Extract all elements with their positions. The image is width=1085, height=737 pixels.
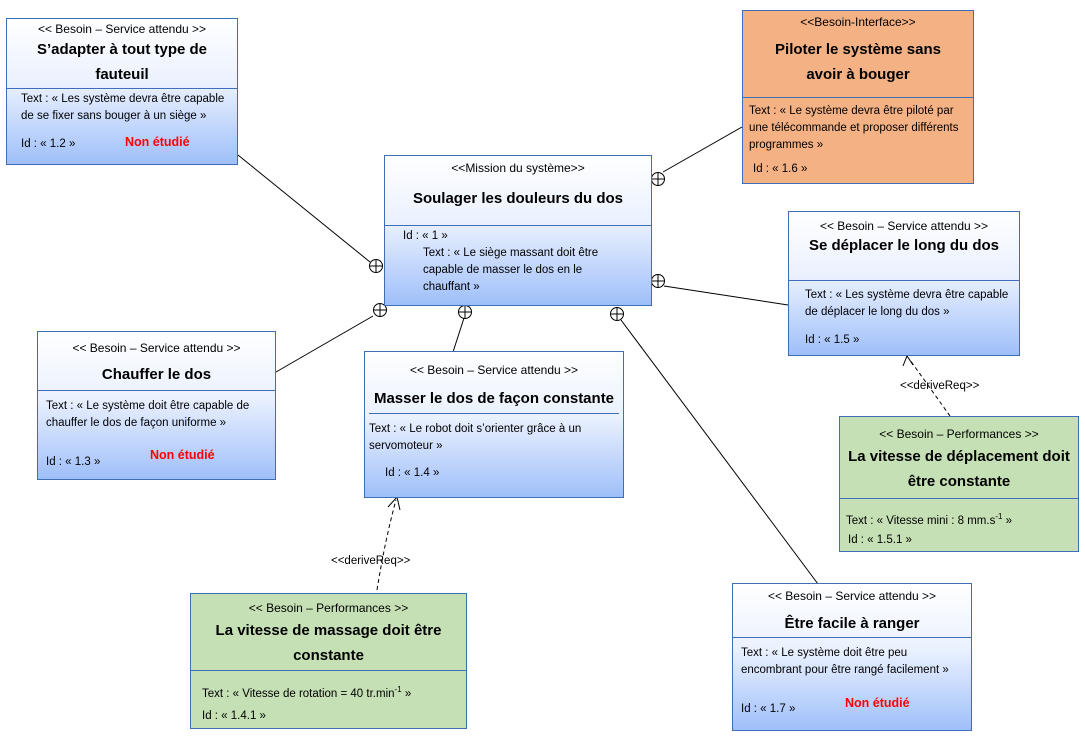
divider bbox=[733, 637, 971, 638]
requirement-id: Id : « 1.4 » bbox=[385, 467, 440, 479]
stereotype-label: <<Besoin-Interface>> bbox=[800, 15, 916, 29]
divider bbox=[7, 88, 237, 89]
requirement-box-1.5[interactable]: << Besoin – Service attendu >> Se déplac… bbox=[788, 211, 1020, 356]
requirement-title: Être facile à ranger bbox=[784, 615, 920, 632]
requirement-box-1.4[interactable]: << Besoin – Service attendu >> Masser le… bbox=[364, 351, 624, 498]
status-label: Non étudié bbox=[845, 696, 910, 710]
requirement-id: Id : « 1.5.1 » bbox=[848, 534, 912, 546]
divider bbox=[369, 413, 619, 414]
derive-arrow-head-1.4.1 bbox=[387, 495, 401, 511]
requirement-title: La vitesse de déplacement doit être cons… bbox=[848, 448, 1070, 490]
requirement-text: Text : « Vitesse de rotation = 40 tr.min… bbox=[202, 681, 462, 703]
requirement-title: Piloter le système sans avoir à bouger bbox=[775, 41, 941, 83]
requirement-box-1.2[interactable]: << Besoin – Service attendu >> S’adapter… bbox=[6, 18, 238, 165]
requirement-box-1.5.1[interactable]: << Besoin – Performances >> La vitesse d… bbox=[839, 416, 1079, 552]
stereotype-label: << Besoin – Service attendu >> bbox=[72, 341, 241, 355]
requirement-id: Id : « 1.2 » bbox=[21, 138, 76, 150]
status-label: Non étudié bbox=[125, 135, 190, 149]
stereotype-label: << Besoin – Service attendu >> bbox=[767, 589, 937, 603]
stereotype-label: <<Mission du système>> bbox=[451, 161, 585, 175]
requirement-title: Chauffer le dos bbox=[101, 366, 212, 383]
divider bbox=[840, 498, 1078, 499]
requirement-title: La vitesse de massage doit être constant… bbox=[215, 622, 442, 664]
link-1-to-1.5 bbox=[663, 285, 789, 306]
text-end: » bbox=[401, 687, 412, 700]
derive-arrow-head-1.5.1 bbox=[902, 354, 914, 367]
requirement-title: Se déplacer le long du dos bbox=[808, 237, 1000, 254]
requirement-text: Text : « Le système doit être peu encomb… bbox=[741, 647, 949, 676]
text-main: Text : « Vitesse de rotation = 40 tr.min bbox=[202, 687, 395, 700]
requirement-title: Masser le dos de façon constante bbox=[373, 390, 615, 407]
requirement-id: Id : « 1.5 » bbox=[805, 334, 860, 346]
derive-req-label-1.4.1: <<deriveReq>> bbox=[331, 555, 411, 567]
requirement-box-1.4.1[interactable]: << Besoin – Performances >> La vitesse d… bbox=[190, 593, 467, 729]
requirement-id: Id : « 1.3 » bbox=[46, 456, 101, 468]
text-exponent: -1 bbox=[394, 685, 402, 694]
derive-arrow-1.5.1 bbox=[909, 359, 951, 417]
mission-box-1[interactable]: <<Mission du système>> Soulager les doul… bbox=[384, 155, 652, 306]
text-end: » bbox=[1002, 514, 1013, 527]
stereotype-label: << Besoin – Performances >> bbox=[248, 601, 409, 615]
text-main: Text : « Vitesse mini : 8 mm.s bbox=[846, 514, 996, 527]
requirement-id: Id : « 1.4.1 » bbox=[202, 710, 266, 722]
link-1-to-1.6 bbox=[662, 126, 743, 173]
stereotype-label: << Besoin – Service attendu >> bbox=[819, 219, 989, 233]
link-1-to-1.3 bbox=[275, 315, 374, 373]
requirement-text: Text : « Le siège massant doit être capa… bbox=[423, 247, 599, 293]
requirement-id: Id : « 1.7 » bbox=[741, 703, 796, 715]
stereotype-label: << Besoin – Performances >> bbox=[879, 427, 1039, 441]
requirement-text: Text : « Les système devra être capable … bbox=[21, 93, 225, 122]
requirement-box-1.6[interactable]: <<Besoin-Interface>> Piloter le système … bbox=[742, 10, 974, 184]
requirement-box-1.7[interactable]: << Besoin – Service attendu >> Être faci… bbox=[732, 583, 972, 731]
requirement-text: Text : « Le système devra être piloté pa… bbox=[749, 105, 959, 151]
requirement-text: Text : « Vitesse mini : 8 mm.s-1 » bbox=[846, 508, 1074, 530]
stereotype-label: << Besoin – Service attendu >> bbox=[409, 363, 579, 377]
status-label: Non étudié bbox=[150, 448, 215, 462]
divider bbox=[385, 225, 651, 226]
requirement-text: Text : « Le système doit être capable de… bbox=[46, 400, 250, 429]
derive-req-label-1.5.1: <<deriveReq>> bbox=[900, 380, 980, 392]
link-1-to-1.2 bbox=[237, 154, 371, 263]
divider bbox=[789, 280, 1019, 281]
mission-title: Soulager les douleurs du dos bbox=[412, 190, 624, 207]
divider bbox=[191, 670, 466, 671]
divider bbox=[38, 390, 275, 391]
derive-arrow-1.4.1 bbox=[376, 499, 397, 591]
requirement-id: Id : « 1.6 » bbox=[753, 163, 808, 175]
divider bbox=[743, 97, 973, 98]
stereotype-label: << Besoin – Service attendu >> bbox=[37, 22, 207, 36]
requirement-text: Text : « Le robot doit s’orienter grâce … bbox=[369, 423, 582, 452]
text-exponent: -1 bbox=[995, 512, 1003, 521]
requirement-id: Id : « 1 » bbox=[403, 230, 448, 242]
requirement-box-1.3[interactable]: << Besoin – Service attendu >> Chauffer … bbox=[37, 331, 276, 480]
requirement-title: S’adapter à tout type de fauteuil bbox=[36, 41, 208, 83]
containment-icon bbox=[369, 172, 665, 321]
requirement-text: Text : « Les système devra être capable … bbox=[805, 289, 1009, 318]
link-1-to-1.7 bbox=[620, 319, 819, 585]
link-1-to-1.4 bbox=[452, 317, 465, 353]
